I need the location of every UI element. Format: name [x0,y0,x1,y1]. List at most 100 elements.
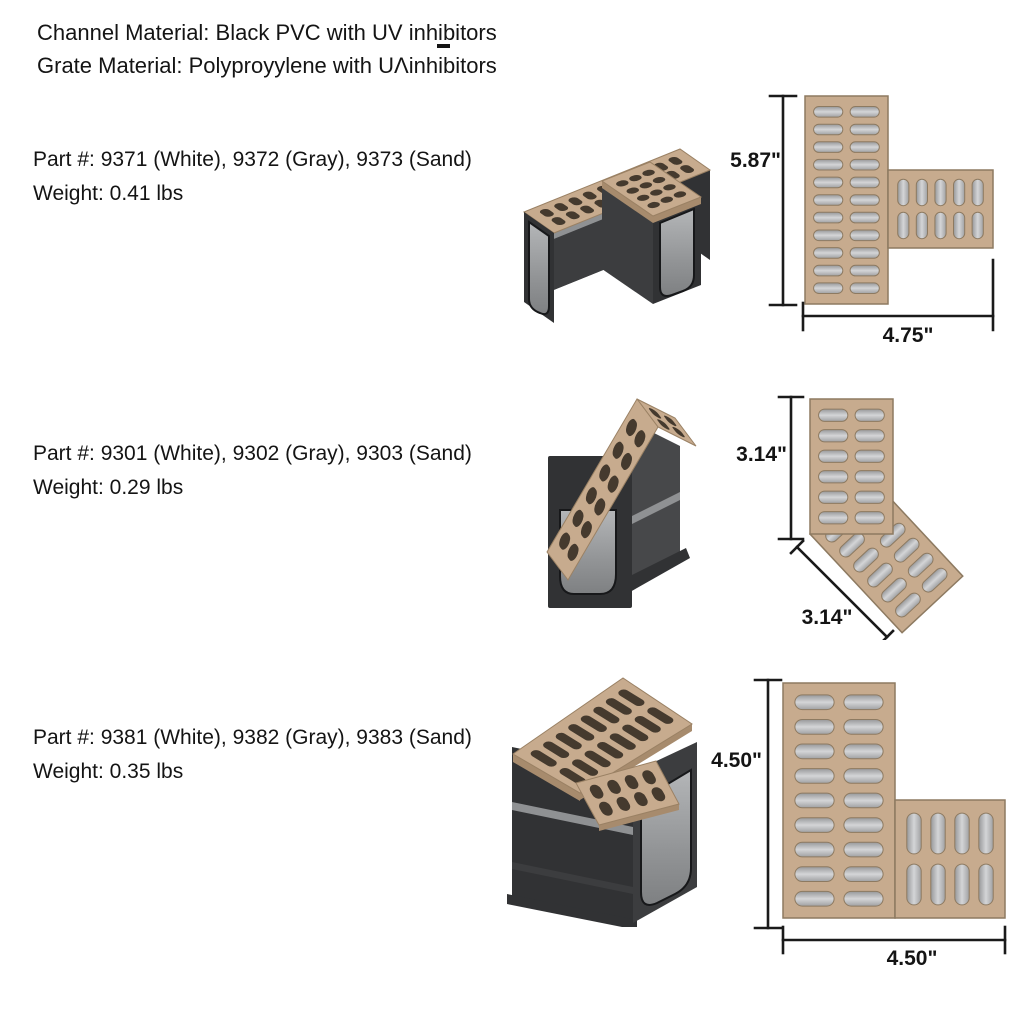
grate-slot [915,178,928,207]
channel-band [632,492,680,524]
grate-slot [634,430,646,448]
grate-slot [818,408,849,422]
grate-slot [881,577,907,603]
grate-slot [599,801,613,816]
product-photo-90-corner [507,677,697,927]
grate-slot [609,733,636,750]
grate-slot [897,178,910,207]
grate-slot [934,178,947,207]
grate-slot [849,194,880,206]
grate-slot [954,863,970,906]
branch-channel-opening [659,207,695,297]
corner-side-grate-slots [906,812,994,906]
grate-slot [634,792,648,807]
materials-header: Channel Material: Black PVC with UV inhi… [37,16,497,82]
grate-slot [930,812,946,855]
product-2-text: Part #: 9301 (White), 9302 (Gray), 9303 … [33,437,472,505]
grate-slot [849,123,880,136]
corner-main-grate-slots [530,689,674,785]
grate-slot [648,408,662,419]
grate-slot [818,449,849,463]
grate-slot [813,106,844,118]
grate-slot [554,203,569,212]
grate-slot [839,532,865,558]
grate-slot [854,511,885,525]
tee-vertical-grate-slots [813,106,880,294]
tee-side-grate-slots [897,178,984,240]
grate-slot [668,156,683,165]
channel-base-flare [626,548,690,592]
grate-slot [843,866,884,882]
channel-material-line: Channel Material: Black PVC with UV inhi… [37,20,497,45]
grate-slot [843,817,884,833]
grate-slot [813,211,844,224]
grate-slot [849,282,880,294]
grate-slot [625,418,637,437]
grate-slot [636,194,650,201]
grate-slot [580,715,607,733]
product-photo-45-elbow [546,398,697,608]
grate-slot [818,470,849,484]
grate-slot [651,787,666,802]
grate-slot [539,208,554,217]
grate-slot [849,264,880,277]
grate-slot [907,552,934,578]
grate-slot [843,792,884,809]
grate-slot [813,194,844,206]
grate-slot [794,694,835,711]
grate-slot [673,191,687,198]
corner-base-flare [507,894,637,927]
grate-slot [647,201,660,209]
grate-slot [572,509,584,527]
width-dimension-line-diagonal [795,545,889,639]
grate-slot [978,812,994,855]
elbow-angled-grate-group [808,476,964,634]
grate-material-line: Grate Material: Polyproyylene with UΛinh… [37,53,497,78]
grate-slot [642,169,655,176]
grate-slot [543,741,570,759]
grate-slot [647,707,674,724]
grate-slot [794,792,835,809]
corner-vertical-grate-slots [794,694,884,907]
grate-slot [813,176,844,189]
grate-slot [642,770,656,785]
dimension-tick [789,539,805,555]
grate-slot [794,866,835,882]
grate-slot [616,796,631,811]
elbow-grate-receding-slots [648,408,685,438]
tee-branch-grate-top [600,161,703,217]
grate-slot [607,779,621,794]
width-dimension-label: 4.75" [883,324,934,347]
grate-slot [849,106,880,118]
grate-slot [634,716,661,733]
grate-slot [854,408,885,422]
grate-slot [934,211,947,240]
grate-slot [605,698,632,715]
grate-slot [626,187,639,194]
grate-slot [849,176,880,189]
weight-line: Weight: 0.35 lbs [33,760,184,783]
grate-slot [818,490,849,504]
grate-slot [915,211,928,240]
part-number-line: Part #: 9301 (White), 9302 (Gray), 9303 … [33,442,472,465]
grate-slot [953,178,966,207]
grate-slot [906,812,922,855]
grate-slot [629,175,642,182]
grate-slot [921,567,948,593]
grate-slot [978,863,994,906]
dimension-diagram-tee: 5.87" 4.75" [730,94,995,347]
grate-slot [849,158,880,171]
grate-slot [572,759,599,776]
grate-slot [612,441,624,459]
grate-slot [559,767,586,785]
grate-slot [660,196,673,203]
grate-slot [854,470,885,484]
grate-slot [813,141,844,153]
grate-slot [794,841,835,858]
grate-slot [664,415,677,427]
elbow-grate-front-slots [559,418,646,561]
dimension-tick [882,629,895,640]
grate-slot [622,724,649,742]
grate-slot [843,841,884,858]
